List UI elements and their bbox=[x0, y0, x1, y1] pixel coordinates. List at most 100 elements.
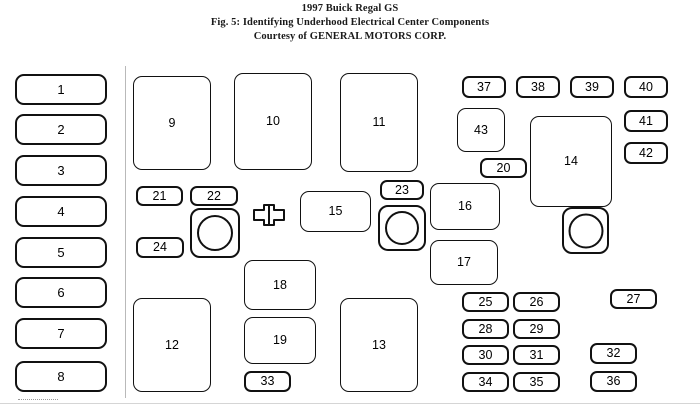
fuse-30[interactable]: 30 bbox=[462, 345, 509, 365]
component-label: 23 bbox=[395, 182, 409, 197]
fuse-29[interactable]: 29 bbox=[513, 319, 560, 339]
component-label: 8 bbox=[57, 369, 65, 384]
bus-fuse-4[interactable]: 4 bbox=[15, 196, 107, 227]
module-12[interactable]: 12 bbox=[133, 298, 211, 392]
component-label: 6 bbox=[57, 285, 65, 300]
vehicle-title: 1997 Buick Regal GS bbox=[301, 3, 399, 14]
component-label: 9 bbox=[168, 115, 176, 130]
fuse-22[interactable]: 22 bbox=[190, 186, 238, 206]
bus-fuse-6[interactable]: 6 bbox=[15, 277, 107, 308]
fuse-25[interactable]: 25 bbox=[462, 292, 509, 312]
module-19[interactable]: 19 bbox=[244, 317, 316, 364]
component-label: 41 bbox=[639, 113, 653, 128]
component-label: 20 bbox=[496, 160, 511, 175]
fuse-21[interactable]: 21 bbox=[136, 186, 183, 206]
module-18[interactable]: 18 bbox=[244, 260, 316, 310]
component-label: 19 bbox=[273, 333, 287, 348]
component-label: 22 bbox=[207, 188, 221, 203]
component-label: 13 bbox=[372, 337, 386, 352]
component-label: 17 bbox=[457, 255, 471, 270]
component-label: 15 bbox=[328, 204, 343, 219]
module-15[interactable]: 15 bbox=[300, 191, 371, 232]
component-label: 16 bbox=[458, 199, 472, 214]
component-label: 26 bbox=[529, 294, 544, 309]
component-label: 43 bbox=[474, 122, 488, 137]
module-13[interactable]: 13 bbox=[340, 298, 418, 392]
component-label: 10 bbox=[266, 114, 280, 129]
component-label: 28 bbox=[478, 321, 493, 336]
fuse-41[interactable]: 41 bbox=[624, 110, 668, 132]
fuse-36[interactable]: 36 bbox=[590, 371, 637, 392]
bus-fuse-8[interactable]: 8 bbox=[15, 361, 107, 392]
fuse-32[interactable]: 32 bbox=[590, 343, 637, 364]
module-43[interactable]: 43 bbox=[457, 108, 505, 152]
fuse-24[interactable]: 24 bbox=[136, 237, 184, 258]
bus-fuse-7[interactable]: 7 bbox=[15, 318, 107, 349]
component-label: 31 bbox=[529, 347, 544, 362]
relay-circle-icon bbox=[568, 213, 603, 248]
bus-fuse-5[interactable]: 5 bbox=[15, 237, 107, 268]
module-11[interactable]: 11 bbox=[340, 73, 418, 172]
component-label: 2 bbox=[57, 122, 65, 137]
fuse-35[interactable]: 35 bbox=[513, 372, 560, 392]
cross-connector-icon[interactable] bbox=[252, 203, 286, 227]
component-label: 14 bbox=[564, 154, 578, 169]
component-label: 1 bbox=[57, 82, 65, 97]
scan-artifact-bottom-dots bbox=[18, 399, 58, 400]
module-16[interactable]: 16 bbox=[430, 183, 500, 230]
fuse-38[interactable]: 38 bbox=[516, 76, 560, 98]
relay-right[interactable] bbox=[562, 207, 609, 254]
bus-fuse-1[interactable]: 1 bbox=[15, 74, 107, 105]
connector-glyph bbox=[253, 204, 285, 226]
figure-caption: Fig. 5: Identifying Underhood Electrical… bbox=[210, 17, 490, 29]
relay-center[interactable] bbox=[378, 205, 426, 251]
component-label: 37 bbox=[477, 79, 491, 94]
component-label: 35 bbox=[529, 374, 544, 389]
scan-artifact-vertical-line bbox=[125, 66, 126, 398]
module-14[interactable]: 14 bbox=[530, 116, 612, 207]
courtesy-line: Courtesy of GENERAL MOTORS CORP. bbox=[253, 31, 447, 43]
component-label: 33 bbox=[260, 374, 275, 389]
fuse-26[interactable]: 26 bbox=[513, 292, 560, 312]
component-label: 11 bbox=[372, 115, 386, 130]
component-label: 30 bbox=[478, 347, 493, 362]
module-17[interactable]: 17 bbox=[430, 240, 498, 285]
figure-title-block: 1997 Buick Regal GS Fig. 5: Identifying … bbox=[0, 2, 700, 45]
component-label: 34 bbox=[478, 374, 493, 389]
component-label: 39 bbox=[585, 79, 599, 94]
component-label: 5 bbox=[57, 245, 65, 260]
fuse-27[interactable]: 27 bbox=[610, 289, 657, 309]
fuse-34[interactable]: 34 bbox=[462, 372, 509, 392]
module-10[interactable]: 10 bbox=[234, 73, 312, 170]
component-label: 12 bbox=[165, 337, 179, 352]
component-label: 3 bbox=[57, 163, 65, 178]
component-label: 42 bbox=[639, 145, 653, 160]
fuse-20[interactable]: 20 bbox=[480, 158, 527, 178]
fuse-39[interactable]: 39 bbox=[570, 76, 614, 98]
component-label: 4 bbox=[57, 204, 65, 219]
fuse-40[interactable]: 40 bbox=[624, 76, 668, 98]
fuse-33[interactable]: 33 bbox=[244, 371, 291, 392]
module-9[interactable]: 9 bbox=[133, 76, 211, 170]
fuse-28[interactable]: 28 bbox=[462, 319, 509, 339]
component-label: 21 bbox=[152, 188, 167, 203]
component-label: 40 bbox=[639, 79, 653, 94]
relay-left[interactable] bbox=[190, 208, 240, 258]
component-label: 18 bbox=[273, 277, 287, 292]
fuse-31[interactable]: 31 bbox=[513, 345, 560, 365]
component-label: 27 bbox=[626, 291, 641, 306]
component-label: 25 bbox=[478, 294, 493, 309]
fuse-37[interactable]: 37 bbox=[462, 76, 506, 98]
bus-fuse-3[interactable]: 3 bbox=[15, 155, 107, 186]
relay-circle-icon bbox=[385, 211, 419, 245]
bus-fuse-2[interactable]: 2 bbox=[15, 114, 107, 145]
component-label: 36 bbox=[606, 374, 621, 389]
component-label: 7 bbox=[57, 326, 65, 341]
fuse-23[interactable]: 23 bbox=[380, 180, 424, 200]
relay-circle-icon bbox=[197, 215, 233, 251]
scan-artifact-baseline bbox=[0, 403, 700, 404]
component-label: 32 bbox=[606, 346, 621, 361]
fuse-42[interactable]: 42 bbox=[624, 142, 668, 164]
component-label: 29 bbox=[529, 321, 544, 336]
